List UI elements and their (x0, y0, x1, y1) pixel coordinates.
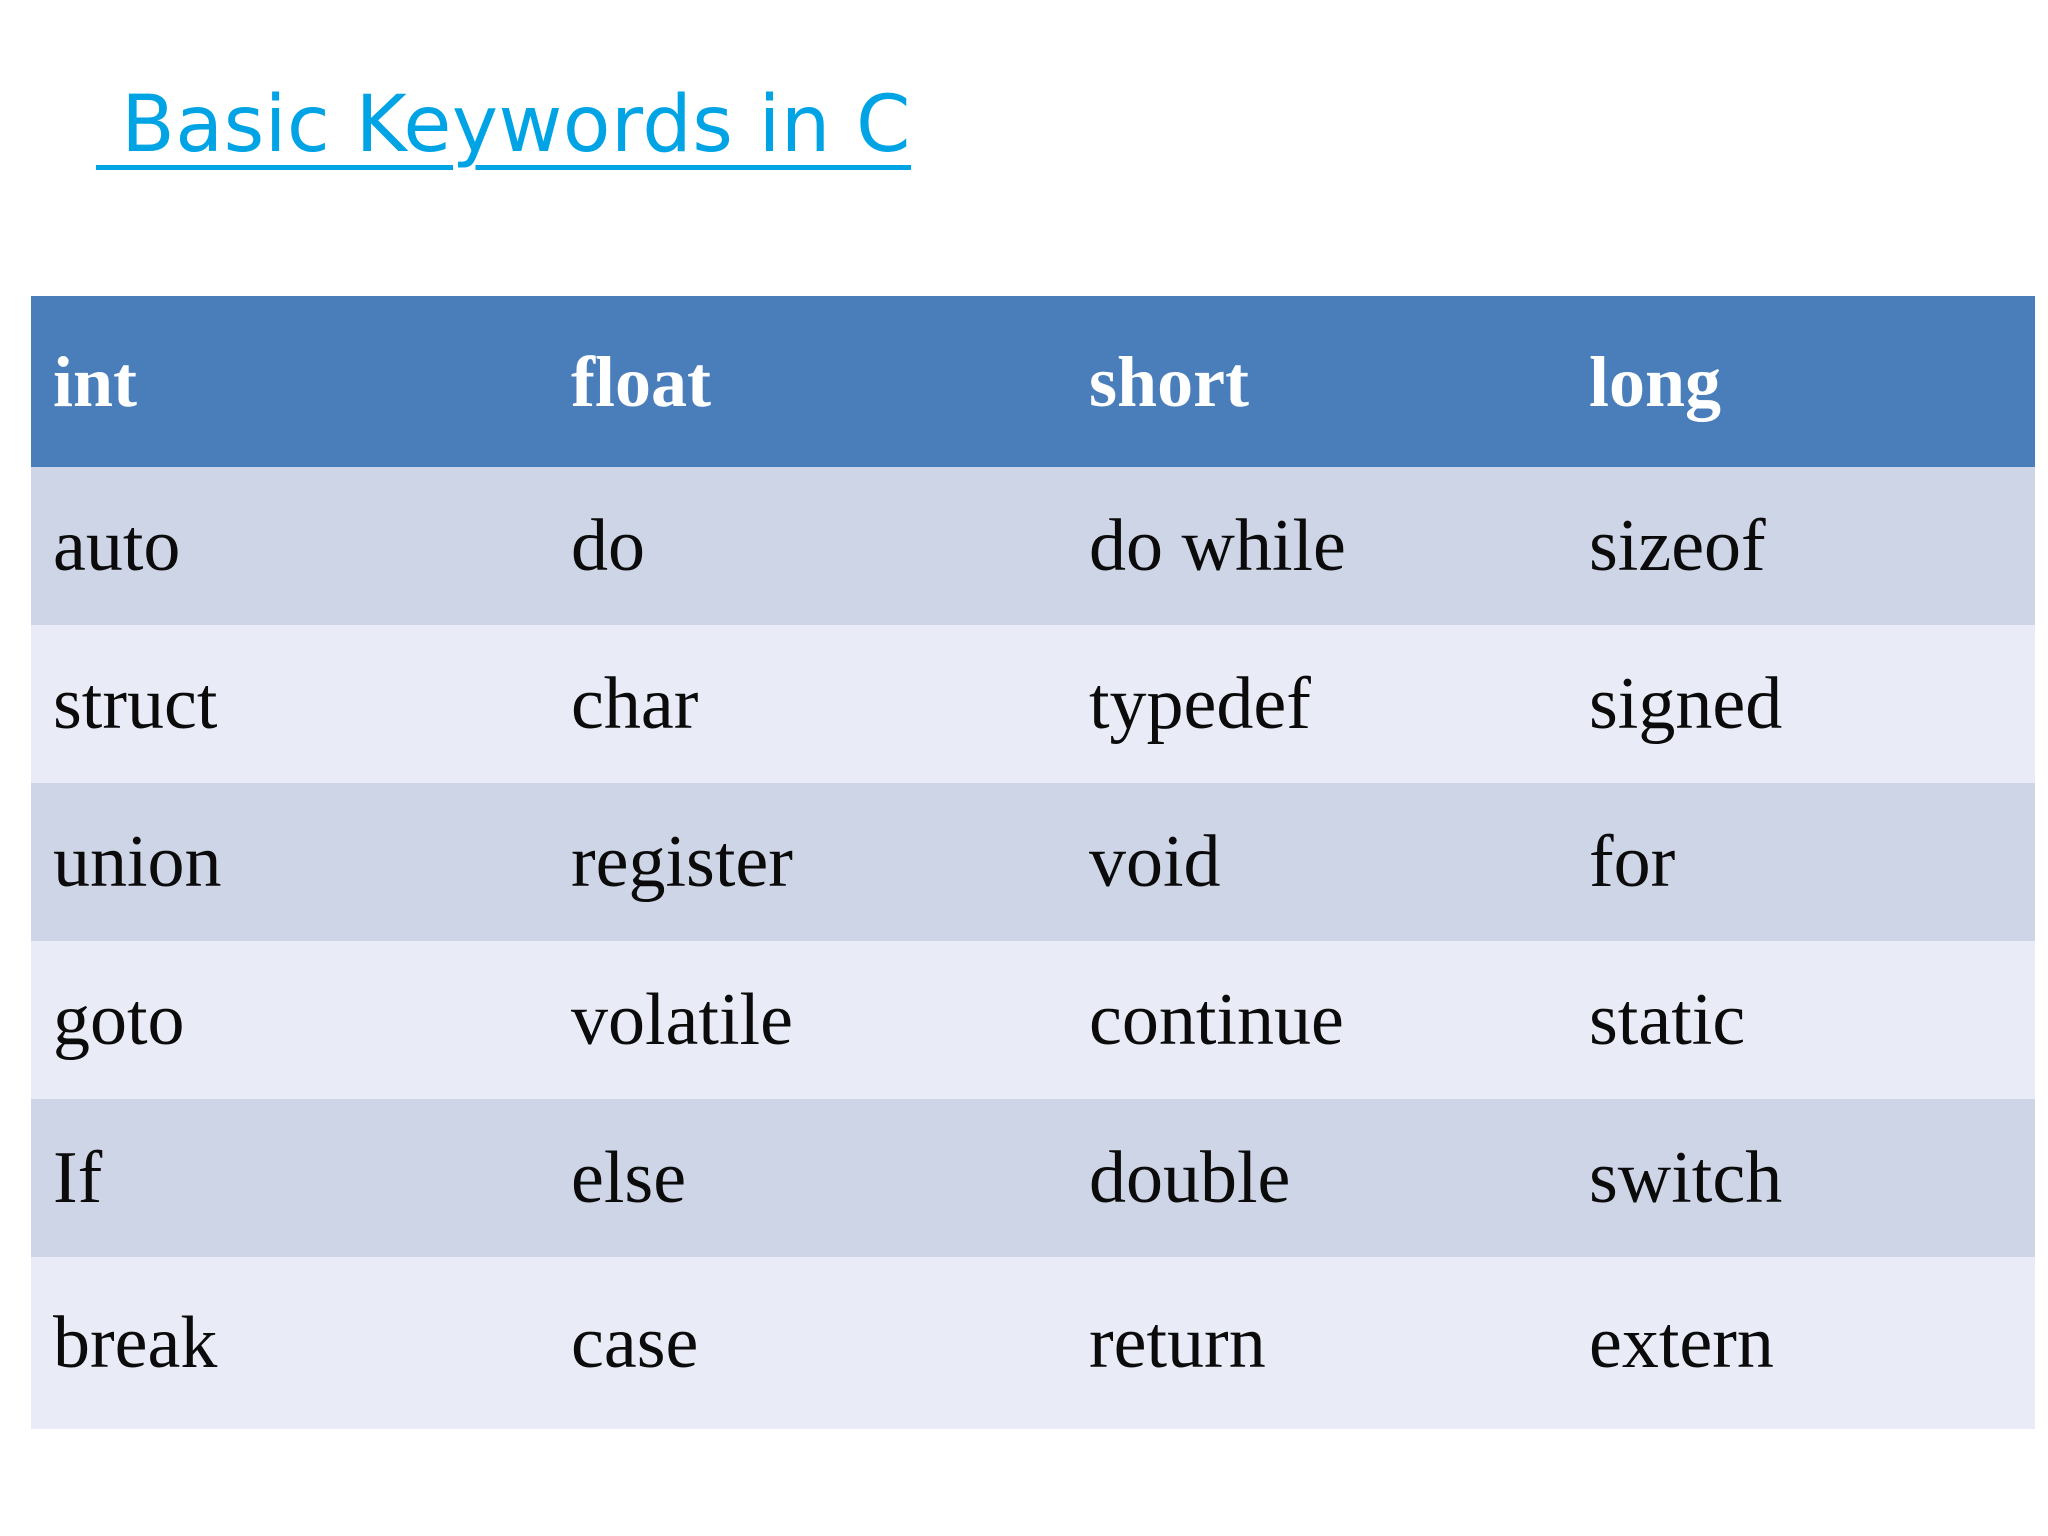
table-row: goto volatile continue static (31, 941, 2035, 1099)
keyword-cell: else (549, 1099, 1067, 1257)
page-title: Basic Keywords in C (96, 80, 912, 170)
table-body: auto do do while sizeof struct char type… (31, 467, 2035, 1429)
keyword-cell: goto (31, 941, 549, 1099)
keyword-cell: break (31, 1257, 549, 1429)
column-header-3: short (1067, 296, 1567, 467)
keyword-cell: do while (1067, 467, 1567, 625)
keyword-cell: switch (1567, 1099, 2035, 1257)
table-header-row: int float short long (31, 296, 2035, 467)
keyword-cell: extern (1567, 1257, 2035, 1429)
keyword-cell: case (549, 1257, 1067, 1429)
keyword-cell: for (1567, 783, 2035, 941)
table-row: struct char typedef signed (31, 625, 2035, 783)
column-header-1: int (31, 296, 549, 467)
keyword-cell: auto (31, 467, 549, 625)
table-header: int float short long (31, 296, 2035, 467)
column-header-2: float (549, 296, 1067, 467)
table-row: If else double switch (31, 1099, 2035, 1257)
keywords-table: int float short long auto do do while si… (31, 296, 2035, 1429)
keyword-cell: char (549, 625, 1067, 783)
keyword-cell: return (1067, 1257, 1567, 1429)
table-row: auto do do while sizeof (31, 467, 2035, 625)
keyword-cell: struct (31, 625, 549, 783)
keyword-cell: typedef (1067, 625, 1567, 783)
keyword-cell: union (31, 783, 549, 941)
keyword-cell: double (1067, 1099, 1567, 1257)
table-row: union register void for (31, 783, 2035, 941)
keyword-cell: sizeof (1567, 467, 2035, 625)
keyword-cell: If (31, 1099, 549, 1257)
title-block: Basic Keywords in C (96, 80, 912, 196)
keyword-cell: register (549, 783, 1067, 941)
keyword-cell: do (549, 467, 1067, 625)
table-row: break case return extern (31, 1257, 2035, 1429)
keyword-cell: signed (1567, 625, 2035, 783)
column-header-4: long (1567, 296, 2035, 467)
keyword-cell: volatile (549, 941, 1067, 1099)
keyword-cell: void (1067, 783, 1567, 941)
keyword-cell: continue (1067, 941, 1567, 1099)
keyword-cell: static (1567, 941, 2035, 1099)
